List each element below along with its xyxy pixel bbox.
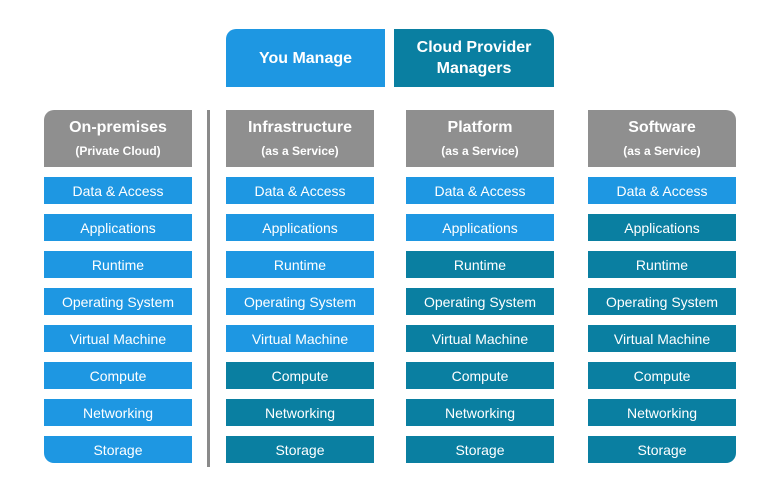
column-title: Platform <box>447 118 513 136</box>
layer-storage: Storage <box>588 436 736 463</box>
layer-networking: Networking <box>226 399 374 426</box>
layer-operating-system: Operating System <box>406 288 554 315</box>
layer-compute: Compute <box>406 362 554 389</box>
column-title: On-premises <box>69 118 167 136</box>
legend-you-manage-label: You Manage <box>258 49 353 67</box>
layer-networking: Networking <box>44 399 192 426</box>
column-subtitle: (as a Service) <box>261 143 339 158</box>
layer-runtime: Runtime <box>44 251 192 278</box>
layer-storage: Storage <box>226 436 374 463</box>
column-infrastructure: Infrastructure (as a Service) Data & Acces… <box>226 110 374 463</box>
layer-applications: Applications <box>226 214 374 241</box>
layer-storage: Storage <box>406 436 554 463</box>
column-subtitle: (as a Service) <box>441 143 519 158</box>
column-header: Platform (as a Service) <box>406 110 554 167</box>
layer-runtime: Runtime <box>226 251 374 278</box>
column-header: On-premises (Private Cloud) <box>44 110 192 167</box>
on-premises-divider <box>207 110 210 467</box>
layer-operating-system: Operating System <box>226 288 374 315</box>
layer-operating-system: Operating System <box>44 288 192 315</box>
column-title: Software <box>628 118 696 136</box>
column-title: Infrastructure <box>247 118 353 136</box>
layer-storage: Storage <box>44 436 192 463</box>
layer-virtual-machine: Virtual Machine <box>406 325 554 352</box>
legend-cloud-provider-label: Cloud Provider Managers <box>416 39 532 77</box>
layer-applications: Applications <box>588 214 736 241</box>
layer-applications: Applications <box>406 214 554 241</box>
column-header: Infrastructure (as a Service) <box>226 110 374 167</box>
layer-applications: Applications <box>44 214 192 241</box>
layer-runtime: Runtime <box>588 251 736 278</box>
layer-compute: Compute <box>588 362 736 389</box>
layer-virtual-machine: Virtual Machine <box>44 325 192 352</box>
column-header: Software (as a Service) <box>588 110 736 167</box>
layer-compute: Compute <box>226 362 374 389</box>
layer-compute: Compute <box>44 362 192 389</box>
layer-networking: Networking <box>588 399 736 426</box>
layer-networking: Networking <box>406 399 554 426</box>
layer-operating-system: Operating System <box>588 288 736 315</box>
layer-runtime: Runtime <box>406 251 554 278</box>
column-subtitle: (Private Cloud) <box>75 143 161 158</box>
column-subtitle: (as a Service) <box>623 143 701 158</box>
layer-virtual-machine: Virtual Machine <box>588 325 736 352</box>
layer-virtual-machine: Virtual Machine <box>226 325 374 352</box>
layer-data-access: Data & Access <box>44 177 192 204</box>
layer-data-access: Data & Access <box>406 177 554 204</box>
layer-data-access: Data & Access <box>588 177 736 204</box>
legend-cloud-provider: Cloud Provider Managers <box>394 29 554 87</box>
legend-you-manage: You Manage <box>226 29 385 87</box>
layer-data-access: Data & Access <box>226 177 374 204</box>
